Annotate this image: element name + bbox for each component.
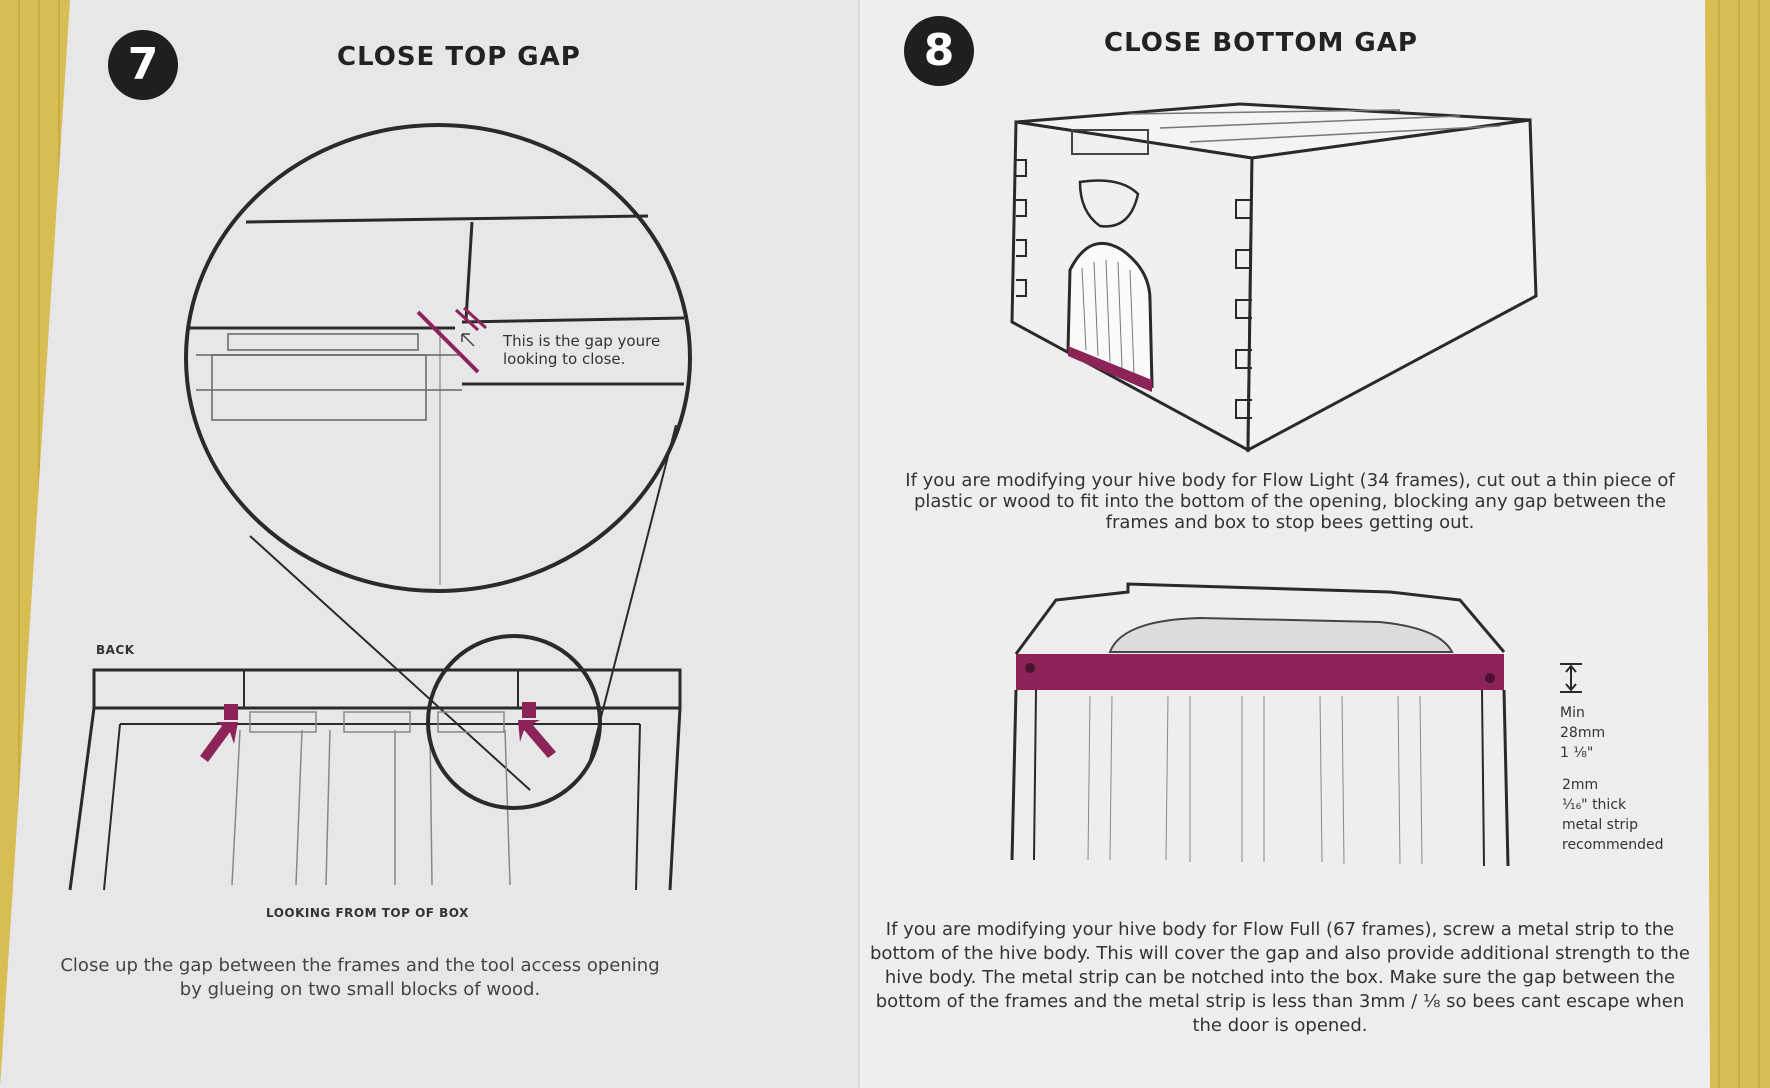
- metal-strip: [1016, 654, 1504, 690]
- arrow-icon: [200, 722, 238, 762]
- dim-min-mm: 28mm: [1560, 725, 1606, 741]
- detail-circle: [426, 634, 602, 810]
- step-number-badge: 7: [108, 30, 178, 100]
- strip-recommended: recommended: [1562, 837, 1664, 853]
- flow-full-caption: If you are modifying your hive body for …: [870, 919, 1691, 1036]
- left-page: 7 CLOSE TOP GAP: [0, 0, 868, 1088]
- step-caption: Close up the gap between the frames and …: [60, 955, 660, 1000]
- dim-min-label: Min: [1560, 705, 1585, 721]
- dim-min-in: 1 ⅛": [1560, 745, 1594, 761]
- bottom-gap-diagram: [1010, 102, 1582, 867]
- right-page: 8 CLOSE BOTTOM GAP: [860, 0, 1710, 1088]
- strip-mm: 2mm: [1562, 777, 1599, 793]
- step-title: CLOSE BOTTOM GAP: [1104, 28, 1418, 58]
- gap-callout: This is the gap youre looking to close.: [503, 332, 661, 368]
- dimension-arrow-icon: [1565, 664, 1577, 692]
- arrow-icon: [518, 720, 556, 758]
- magnifier-circle: [184, 123, 692, 593]
- step-title: CLOSE TOP GAP: [337, 42, 581, 72]
- step-number-badge: 8: [904, 16, 974, 86]
- flow-light-caption: If you are modifying your hive body for …: [905, 470, 1675, 533]
- strip-desc: metal strip: [1562, 817, 1638, 833]
- view-label: LOOKING FROM TOP OF BOX: [266, 906, 469, 920]
- top-gap-diagram: [68, 123, 692, 891]
- back-label: BACK: [96, 643, 135, 657]
- strip-thickness: ¹⁄₁₆" thick: [1562, 797, 1627, 813]
